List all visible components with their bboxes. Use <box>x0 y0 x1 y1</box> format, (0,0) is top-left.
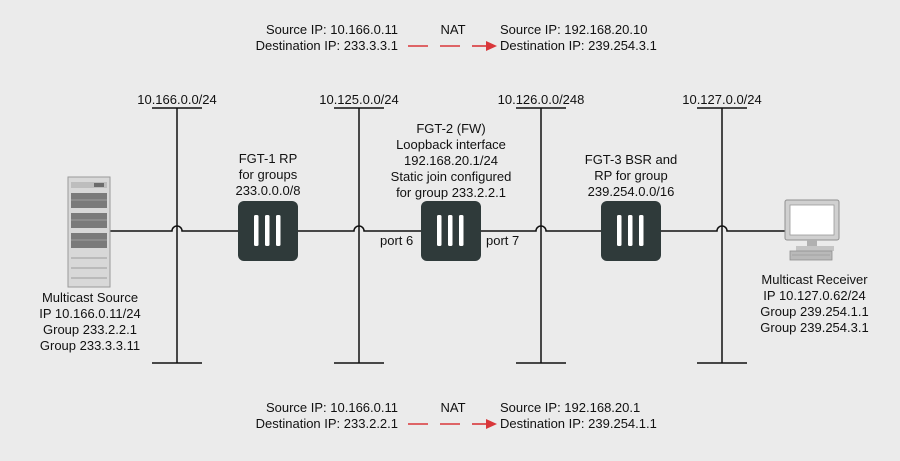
receiver-label-line-2: IP 10.127.0.62/24 <box>763 288 866 303</box>
nat-top-translated: Source IP: 192.168.20.10 Destination IP:… <box>500 22 657 54</box>
fgt2-label-line-3: 192.168.20.1/24 <box>404 153 498 168</box>
nat-bottom-label: NAT <box>440 400 466 415</box>
subnet-line-1 <box>152 107 202 364</box>
fgt1-firewall-icon <box>238 201 298 261</box>
subnet-line-3 <box>516 107 566 364</box>
fgt2-port-left: port 6 <box>380 233 414 248</box>
multicast-receiver-label: Multicast Receiver IP 10.127.0.62/24 Gro… <box>742 272 887 336</box>
nat-bottom-translated-destination-ip: Destination IP: 239.254.1.1 <box>500 416 657 431</box>
nat-top-translated-source-ip: Source IP: 192.168.20.10 <box>500 22 648 37</box>
source-label-line-4: Group 233.3.3.11 <box>39 338 141 353</box>
subnet-line-4 <box>697 107 747 364</box>
receiver-label-line-4: Group 239.254.3.1 <box>760 320 869 335</box>
fgt2-label-line-4: Static join configured <box>390 169 512 184</box>
fgt2-label-line-1: FGT-2 (FW) <box>416 121 486 136</box>
fgt2-label-line-2: Loopback interface <box>396 137 506 152</box>
nat-top-destination-ip: Destination IP: 233.3.3.1 <box>255 38 398 53</box>
fgt2-port-right: port 7 <box>486 233 520 248</box>
subnet-label-3: 10.126.0.0/248 <box>497 92 585 107</box>
nat-bottom-source-ip: Source IP: 10.166.0.11 <box>265 400 398 415</box>
fgt2-label-line-5: for group 233.2.2.1 <box>396 185 506 200</box>
receiver-label-line-1: Multicast Receiver <box>761 272 868 287</box>
subnet-line-2 <box>334 107 384 364</box>
nat-top-translated-destination-ip: Destination IP: 239.254.3.1 <box>500 38 657 53</box>
multicast-source-label: Multicast Source IP 10.166.0.11/24 Group… <box>20 290 160 354</box>
source-label-line-2: IP 10.166.0.11/24 <box>39 306 141 321</box>
source-label-line-1: Multicast Source <box>41 290 139 305</box>
nat-bottom-destination-ip: Destination IP: 233.2.2.1 <box>255 416 398 431</box>
nat-bottom-translated-source-ip: Source IP: 192.168.20.1 <box>500 400 641 415</box>
fgt2-firewall-icon <box>421 201 481 261</box>
receiver-label-line-3: Group 239.254.1.1 <box>760 304 869 319</box>
fgt3-label-line-1: FGT-3 BSR and <box>584 152 678 167</box>
subnet-label-4: 10.127.0.0/24 <box>682 92 762 107</box>
fgt3-label-line-2: RP for group <box>594 168 668 183</box>
nat-bottom-arrow <box>408 419 497 429</box>
nat-top-source: Source IP: 10.166.0.11 Destination IP: 2… <box>256 22 398 54</box>
fgt1-label-line-1: FGT-1 RP <box>238 151 298 166</box>
nat-top-label: NAT <box>440 22 466 37</box>
server-icon <box>67 176 111 288</box>
fgt1-label-line-3: 233.0.0.0/8 <box>235 183 301 198</box>
fgt3-label: FGT-3 BSR and RP for group 239.254.0.0/1… <box>571 152 691 200</box>
nat-top-arrow <box>408 41 497 51</box>
fgt2-label: FGT-2 (FW) Loopback interface 192.168.20… <box>371 121 531 201</box>
nat-bottom-translated: Source IP: 192.168.20.1 Destination IP: … <box>500 400 657 432</box>
nat-bottom-source: Source IP: 10.166.0.11 Destination IP: 2… <box>256 400 398 432</box>
fgt1-label-line-2: for groups <box>238 167 298 182</box>
subnet-label-1: 10.166.0.0/24 <box>137 92 217 107</box>
source-label-line-3: Group 233.2.2.1 <box>43 322 137 337</box>
workstation-icon <box>784 199 840 261</box>
fgt3-firewall-icon <box>601 201 661 261</box>
subnet-label-2: 10.125.0.0/24 <box>319 92 399 107</box>
fgt1-label: FGT-1 RP for groups 233.0.0.0/8 <box>208 151 328 199</box>
fgt3-label-line-3: 239.254.0.0/16 <box>587 184 675 199</box>
nat-top-source-ip: Source IP: 10.166.0.11 <box>265 22 398 37</box>
